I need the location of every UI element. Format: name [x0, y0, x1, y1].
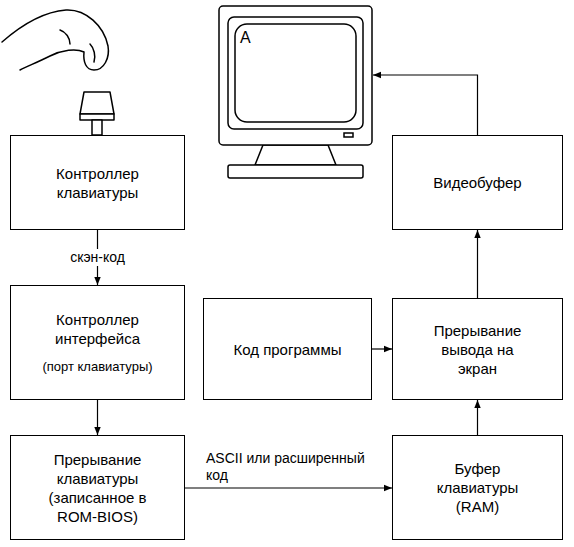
flow-arrow: [373, 75, 478, 135]
power-light: [344, 133, 353, 137]
box-text: Видеобуфер: [433, 173, 521, 192]
key-base: [80, 114, 114, 120]
flow-arrow: [185, 487, 392, 488]
flow-arrow: [477, 400, 478, 435]
edge-label: скэн-код: [45, 249, 150, 266]
process-box: Буфер клавиатуры (RAM): [392, 435, 563, 540]
process-box: Контроллер интерфейса (порт клавиатуры): [10, 285, 185, 400]
key-stem: [92, 120, 102, 135]
monitor-base: [228, 165, 363, 178]
finger-nail: [90, 44, 95, 62]
box-text: Прерывание вывода на экран: [428, 321, 528, 378]
box-text: Контроллер интерфейса: [38, 310, 158, 348]
finger-crease: [60, 30, 70, 44]
flow-arrow: [372, 348, 392, 349]
box-text: Код программы: [233, 340, 341, 359]
edge-label: ASCII или расширенный код: [206, 450, 381, 484]
process-box: Контроллер клавиатуры: [10, 135, 185, 230]
process-box: Прерывание вывода на экран: [392, 298, 563, 400]
process-box: Прерывание клавиатуры (записанное в ROM-…: [10, 435, 185, 540]
flow-arrow: [97, 400, 98, 435]
monitor-neck: [255, 145, 336, 165]
pointing-hand: [2, 10, 108, 70]
process-box: Видеобуфер: [392, 135, 563, 230]
box-text: Контроллер клавиатуры: [40, 164, 155, 202]
box-text: Прерывание клавиатуры (записанное в ROM-…: [39, 450, 157, 526]
process-box: Код программы: [203, 298, 372, 400]
monitor-screen: A: [218, 5, 373, 180]
key-cap: [80, 92, 114, 114]
box-text: (порт клавиатуры): [42, 358, 152, 375]
monitor-case: [219, 6, 372, 145]
monitor-bezel: [228, 17, 363, 129]
monitor-glass: [235, 24, 356, 122]
screen-text: A: [240, 28, 251, 47]
flow-arrow: [477, 230, 478, 298]
box-text: Буфер клавиатуры (RAM): [428, 459, 528, 516]
